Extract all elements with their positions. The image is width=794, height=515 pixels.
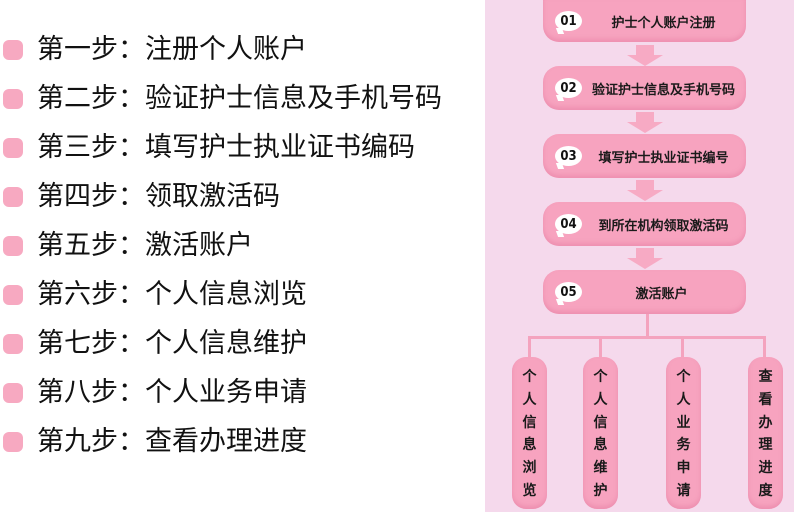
connector-line: [528, 336, 766, 339]
branch-char: 请: [676, 482, 691, 499]
down-arrow-icon: [627, 248, 663, 270]
step-label: 第五步：激活账户: [37, 230, 253, 261]
branch-char: 个: [522, 369, 537, 385]
flow-step-box-3: 03 填写护士执业证书编号: [543, 134, 746, 178]
step-number-badge: 05: [555, 282, 582, 302]
branch-char: 人: [593, 391, 608, 408]
branch-char: 理: [758, 437, 773, 454]
step-label: 第八步：个人业务申请: [37, 377, 307, 408]
bullet-icon: [3, 334, 23, 354]
branch-char: 息: [593, 437, 608, 454]
flow-step-label: 到所在机构领取激活码: [598, 218, 729, 234]
step-label: 第二步：验证护士信息及手机号码: [37, 83, 442, 114]
flow-step-label: 护士个人账户注册: [611, 15, 716, 31]
step-label: 第四步：领取激活码: [37, 181, 280, 212]
branch-char: 人: [522, 391, 537, 408]
step-number-badge: 04: [555, 214, 582, 234]
flow-step-box-1: 01 护士个人账户注册: [543, 0, 746, 42]
step-item-6: 第六步：个人信息浏览: [0, 275, 307, 315]
branch-char: 护: [593, 482, 608, 499]
branch-char: 息: [522, 437, 537, 454]
down-arrow-icon: [627, 112, 663, 134]
connector-line: [681, 336, 684, 358]
branch-box-business-apply: 个 人 业 务 申 请: [666, 357, 701, 509]
branch-char: 业: [676, 414, 691, 431]
bullet-icon: [3, 432, 23, 452]
flow-step-box-5: 05 激活账户: [543, 270, 746, 314]
step-label: 第六步：个人信息浏览: [37, 279, 307, 310]
branch-box-check-progress: 查 看 办 理 进 度: [748, 357, 783, 509]
step-item-5: 第五步：激活账户: [0, 226, 253, 266]
flow-step-box-4: 04 到所在机构领取激活码: [543, 202, 746, 246]
branch-char: 浏: [522, 460, 537, 477]
branch-box-info-browse: 个 人 信 息 浏 览: [512, 357, 547, 509]
branch-char: 维: [593, 460, 608, 477]
bullet-icon: [3, 89, 23, 109]
branch-char: 度: [758, 482, 773, 499]
step-item-2: 第二步：验证护士信息及手机号码: [0, 79, 442, 119]
connector-line: [646, 314, 649, 338]
step-label: 第三步：填写护士执业证书编码: [37, 132, 415, 163]
flow-step-label: 验证护士信息及手机号码: [591, 82, 735, 98]
step-item-3: 第三步：填写护士执业证书编码: [0, 128, 415, 168]
step-item-9: 第九步：查看办理进度: [0, 422, 307, 462]
step-item-1: 第一步：注册个人账户: [0, 30, 307, 70]
branch-char: 进: [758, 460, 773, 477]
flowchart-panel: 01 护士个人账户注册 02 验证护士信息及手机号码 03 填写护士执业证书编号…: [485, 0, 794, 512]
step-number-badge: 03: [555, 146, 582, 166]
step-label: 第九步：查看办理进度: [37, 426, 307, 457]
step-number-badge: 02: [555, 78, 582, 98]
branch-char: 人: [676, 391, 691, 408]
connector-line: [763, 336, 766, 358]
down-arrow-icon: [627, 45, 663, 67]
bullet-icon: [3, 236, 23, 256]
step-label: 第七步：个人信息维护: [37, 328, 307, 359]
branch-char: 信: [593, 414, 608, 431]
bullet-icon: [3, 138, 23, 158]
step-number-badge: 01: [555, 11, 582, 31]
branch-char: 个: [593, 369, 608, 385]
step-item-7: 第七步：个人信息维护: [0, 324, 307, 364]
step-item-8: 第八步：个人业务申请: [0, 373, 307, 413]
flow-step-label: 激活账户: [635, 286, 688, 302]
flow-step-box-2: 02 验证护士信息及手机号码: [543, 66, 746, 110]
branch-char: 务: [676, 437, 691, 454]
branch-char: 申: [676, 460, 691, 477]
branch-char: 个: [676, 369, 691, 385]
bullet-icon: [3, 40, 23, 60]
flow-step-label: 填写护士执业证书编号: [598, 150, 729, 166]
branch-box-info-maintain: 个 人 信 息 维 护: [583, 357, 618, 509]
connector-line: [528, 336, 531, 358]
connector-line: [599, 336, 602, 358]
branch-char: 查: [758, 369, 773, 385]
branch-char: 览: [522, 482, 537, 499]
branch-char: 办: [758, 414, 773, 431]
bullet-icon: [3, 187, 23, 207]
branch-char: 看: [758, 391, 773, 408]
bullet-icon: [3, 383, 23, 403]
branch-char: 信: [522, 414, 537, 431]
step-label: 第一步：注册个人账户: [37, 34, 307, 65]
bullet-icon: [3, 285, 23, 305]
down-arrow-icon: [627, 180, 663, 202]
step-item-4: 第四步：领取激活码: [0, 177, 280, 217]
